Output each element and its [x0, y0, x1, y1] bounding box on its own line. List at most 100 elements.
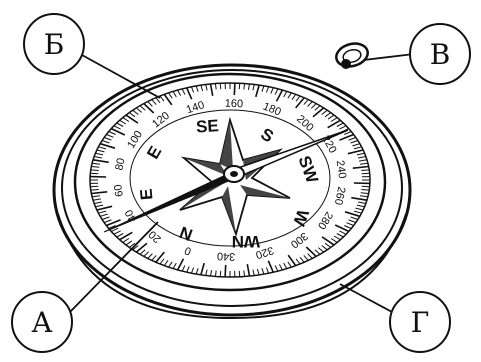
dir-e: E — [143, 143, 165, 162]
degree-tick — [352, 144, 359, 146]
degree-tick — [360, 163, 368, 164]
callout-b: Б — [24, 14, 84, 74]
degree-tick — [358, 157, 366, 159]
degree-label: 200 — [294, 113, 316, 134]
callout-a-label: А — [31, 306, 52, 339]
degree-tick — [123, 239, 129, 243]
degree-tick — [311, 104, 316, 109]
dir-sw: SW — [295, 153, 323, 186]
degree-tick — [225, 265, 226, 277]
degree-tick — [315, 250, 320, 255]
degree-tick — [201, 263, 204, 275]
degree-tick — [300, 257, 304, 262]
degree-label: 240 — [334, 160, 348, 180]
degree-tick — [344, 226, 351, 229]
degree-tick — [253, 85, 254, 91]
degree-tick — [169, 262, 173, 267]
degree-tick — [94, 202, 102, 204]
degree-tick — [356, 208, 364, 210]
degree-tick — [126, 115, 138, 123]
degree-tick — [117, 123, 124, 127]
degree-tick — [354, 211, 362, 213]
degree-tick — [331, 118, 337, 122]
degree-label: 100 — [125, 129, 145, 151]
degree-tick — [148, 254, 153, 259]
degree-tick — [360, 196, 368, 197]
degree-tick — [211, 84, 213, 96]
degree-tick — [215, 84, 216, 90]
degree-tick — [211, 270, 212, 276]
degree-tick — [104, 220, 111, 223]
degree-tick — [215, 271, 216, 277]
degree-tick — [359, 160, 367, 161]
degree-tick — [335, 225, 349, 231]
degree-tick — [328, 115, 334, 119]
degree-tick — [361, 190, 369, 191]
degree-tick — [313, 108, 324, 117]
degree-tick — [362, 173, 370, 174]
degree-tick — [104, 138, 111, 141]
degree-label: 80 — [113, 157, 127, 171]
callout-a: А — [12, 292, 72, 352]
degree-tick — [178, 259, 184, 270]
degree-tick — [271, 88, 274, 94]
degree-tick — [169, 93, 173, 98]
callout-b-label: Б — [44, 28, 65, 61]
degree-tick — [95, 153, 103, 155]
degree-tick — [308, 254, 313, 259]
degree-tick — [257, 269, 259, 275]
degree-tick — [93, 199, 101, 200]
dir-w: W — [289, 207, 313, 229]
degree-tick — [288, 93, 292, 98]
degree-tick — [133, 110, 139, 114]
degree-tick — [325, 113, 331, 117]
degree-tick — [144, 104, 154, 113]
degree-tick — [244, 271, 245, 277]
degree-tick — [308, 102, 313, 107]
degree-tick — [93, 160, 109, 163]
degree-tick — [173, 263, 176, 269]
degree-tick — [160, 96, 164, 101]
degree-tick — [160, 259, 164, 264]
degree-tick — [328, 120, 341, 127]
degree-tick — [220, 83, 221, 89]
degree-tick — [239, 83, 240, 89]
degree-tick — [120, 120, 126, 124]
degree-tick — [239, 271, 240, 277]
degree-tick — [304, 100, 309, 105]
degree-label: 260 — [332, 186, 348, 206]
dir-ee: E — [137, 188, 157, 201]
degree-tick — [206, 270, 207, 276]
degree-tick — [277, 90, 283, 101]
degree-tick — [348, 150, 363, 154]
degree-tick — [109, 132, 116, 135]
degree-tick — [292, 94, 296, 99]
degree-tick — [91, 167, 99, 168]
degree-label: 160 — [224, 98, 243, 111]
degree-tick — [262, 86, 264, 92]
degree-tick — [114, 231, 121, 234]
degree-tick — [325, 243, 331, 247]
callout-v-label: В — [430, 38, 451, 71]
degree-tick — [91, 170, 99, 171]
degree-label: 180 — [261, 101, 283, 119]
degree-tick — [120, 232, 133, 239]
degree-label: 280 — [315, 209, 335, 231]
degree-tick — [247, 264, 249, 276]
degree-tick — [152, 255, 157, 260]
degree-tick — [296, 259, 300, 264]
degree-tick — [284, 91, 287, 97]
degree-tick — [178, 90, 181, 96]
degree-tick — [90, 173, 98, 174]
degree-tick — [92, 196, 100, 197]
degree-tick — [306, 247, 316, 256]
degree-tick — [322, 246, 328, 250]
degree-tick — [284, 263, 287, 269]
degree-tick — [206, 85, 207, 91]
degree-tick — [339, 231, 346, 234]
degree-tick — [182, 89, 185, 95]
degree-tick — [187, 267, 190, 273]
degree-tick — [164, 260, 168, 265]
degree-tick — [201, 85, 203, 91]
